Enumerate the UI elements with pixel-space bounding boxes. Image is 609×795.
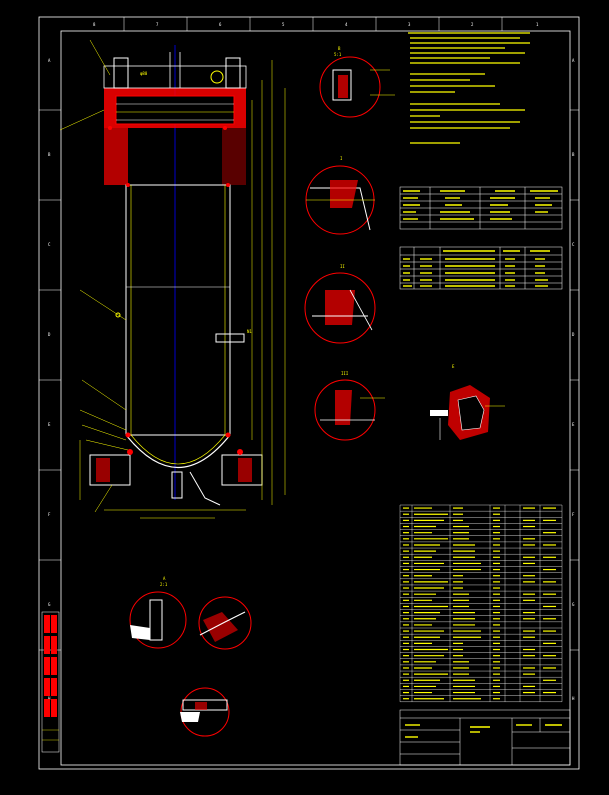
support-left	[89, 454, 131, 486]
shell-outer	[125, 184, 231, 436]
detail-views: B 5:1 I II III E A 2	[129, 46, 505, 737]
upper-right-hatch	[222, 128, 246, 185]
nozzle-table-text	[403, 250, 550, 287]
detail-b-title: B	[338, 46, 341, 51]
side-zone-label: F	[572, 512, 575, 517]
top-cover	[103, 65, 247, 89]
detail-iii-circle	[314, 379, 376, 441]
side-zone-label: F	[48, 512, 51, 517]
technical-notes	[408, 32, 530, 144]
side-zone-label: H	[572, 696, 575, 701]
side-zone-label: B	[48, 152, 51, 157]
side-zone-ticks	[39, 109, 579, 651]
top-zone-label: 6	[219, 22, 222, 27]
top-zone-label: 5	[282, 22, 285, 27]
detail-iii-title: III	[341, 371, 349, 376]
side-nozzle-label: N1	[247, 329, 252, 334]
detail-f-circle	[198, 596, 252, 650]
top-zone-label: 1	[536, 22, 539, 27]
top-lifting-lug-right	[225, 57, 241, 89]
top-nozzle-ring	[210, 70, 224, 84]
binding-strip-cells	[44, 615, 57, 717]
detail-i-title: I	[340, 156, 343, 161]
detail-a-circle	[129, 591, 187, 649]
detail-ii-title: II	[340, 264, 345, 269]
main-vessel-view: φ80 N1	[59, 39, 286, 519]
side-zone-label: B	[572, 152, 575, 157]
title-block	[399, 709, 571, 766]
side-zone-label: E	[48, 422, 51, 427]
sheet-inner-border	[60, 30, 571, 766]
detail-a-scale: 2:1	[160, 582, 168, 587]
top-zone-label: 2	[471, 22, 474, 27]
leader-lines	[59, 39, 129, 513]
top-flange-inner	[115, 95, 235, 125]
side-zone-label: C	[572, 242, 575, 247]
top-zone-label: 7	[156, 22, 159, 27]
side-zone-label: C	[48, 242, 51, 247]
bottom-head	[125, 434, 231, 468]
weld-marks	[108, 126, 243, 455]
top-zone-label: 4	[345, 22, 348, 27]
detail-e-title: E	[452, 364, 455, 369]
dimension-lines	[79, 60, 286, 519]
top-lifting-lug-left	[113, 57, 129, 89]
sheet-outer-border	[38, 16, 580, 770]
design-data-table-text	[403, 190, 558, 220]
side-zone-label: E	[572, 422, 575, 427]
top-zone-label: 3	[408, 22, 411, 27]
detail-ii-circle	[304, 272, 376, 344]
side-zone-label: H	[48, 696, 51, 701]
cap-dimension-label: φ80	[140, 71, 148, 76]
side-zone-label: A	[48, 58, 51, 63]
binding-strip	[41, 611, 60, 753]
detail-e: E	[430, 364, 505, 440]
nozzle-table	[399, 246, 563, 290]
side-zone-label: A	[572, 58, 575, 63]
detail-b-circle	[319, 56, 381, 118]
side-nozzle	[215, 333, 245, 343]
binding-strip-lines	[42, 729, 59, 741]
detail-a-title: A	[163, 576, 166, 581]
upper-left-hatch	[104, 128, 128, 185]
side-zone-label: G	[572, 602, 575, 607]
design-data-table	[399, 186, 563, 230]
top-zone-ticks	[123, 17, 503, 31]
detail-b-scale: 5:1	[334, 52, 342, 57]
parts-list	[399, 504, 563, 702]
title-block-text	[405, 724, 562, 738]
zone-labels: 8 7 6 5 4 3 2 1A A B B C C D D E E F F G G H H	[48, 22, 575, 701]
side-zone-label: G	[48, 602, 51, 607]
side-zone-label: D	[48, 332, 51, 337]
side-zone-label: D	[572, 332, 575, 337]
top-zone-label: 8	[93, 22, 96, 27]
bottom-outlet	[171, 471, 183, 499]
